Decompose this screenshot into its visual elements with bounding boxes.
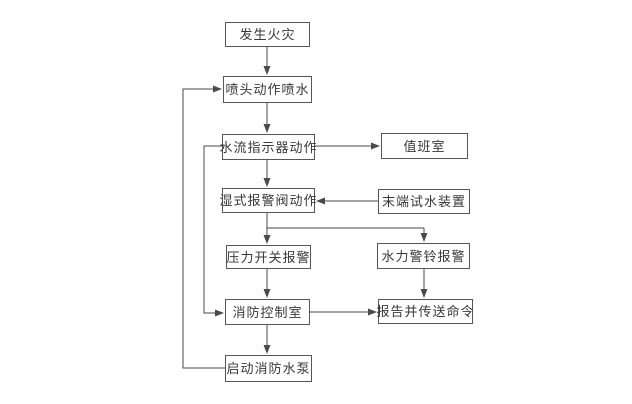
node-wet-alarm-valve-label: 湿式报警阀动作 bbox=[219, 193, 318, 208]
node-end-test-water-device: 末端试水装置 bbox=[378, 189, 470, 214]
node-hydraulic-alarm-bell-label: 水力警铃报警 bbox=[381, 248, 466, 264]
node-duty-room-label: 值班室 bbox=[403, 138, 446, 154]
node-start-fire-pump-label: 启动消防水泵 bbox=[226, 361, 311, 376]
node-sprinkler-sprays-water-label: 喷头动作喷水 bbox=[225, 82, 310, 97]
node-hydraulic-alarm-bell: 水力警铃报警 bbox=[377, 243, 470, 269]
node-fire-occurs-label: 发生火灾 bbox=[239, 27, 296, 42]
node-water-flow-indicator-label: 水流指示器动作 bbox=[219, 139, 318, 155]
node-fire-control-room-label: 消防控制室 bbox=[232, 304, 303, 320]
node-water-flow-indicator: 水流指示器动作 bbox=[219, 134, 318, 160]
node-end-test-water-device-label: 末端试水装置 bbox=[381, 194, 466, 209]
edge-flow-indicator-to-control-room bbox=[203, 145, 224, 317]
edge-wet-valve-branch-stem bbox=[266, 213, 424, 229]
node-fire-control-room: 消防控制室 bbox=[225, 299, 310, 325]
node-report-and-transmit-command-label: 报告并传送命令 bbox=[376, 304, 475, 319]
node-pressure-switch-alarm-label: 压力开关报警 bbox=[226, 249, 311, 265]
node-sprinkler-sprays-water: 喷头动作喷水 bbox=[223, 76, 312, 103]
node-wet-alarm-valve: 湿式报警阀动作 bbox=[219, 188, 318, 213]
edge-pump-to-sprinkler bbox=[182, 85, 225, 369]
node-pressure-switch-alarm: 压力开关报警 bbox=[226, 245, 311, 269]
node-fire-occurs: 发生火灾 bbox=[225, 22, 310, 47]
node-duty-room: 值班室 bbox=[381, 133, 468, 159]
node-start-fire-pump: 启动消防水泵 bbox=[225, 355, 312, 382]
node-report-and-transmit-command: 报告并传送命令 bbox=[376, 299, 475, 324]
